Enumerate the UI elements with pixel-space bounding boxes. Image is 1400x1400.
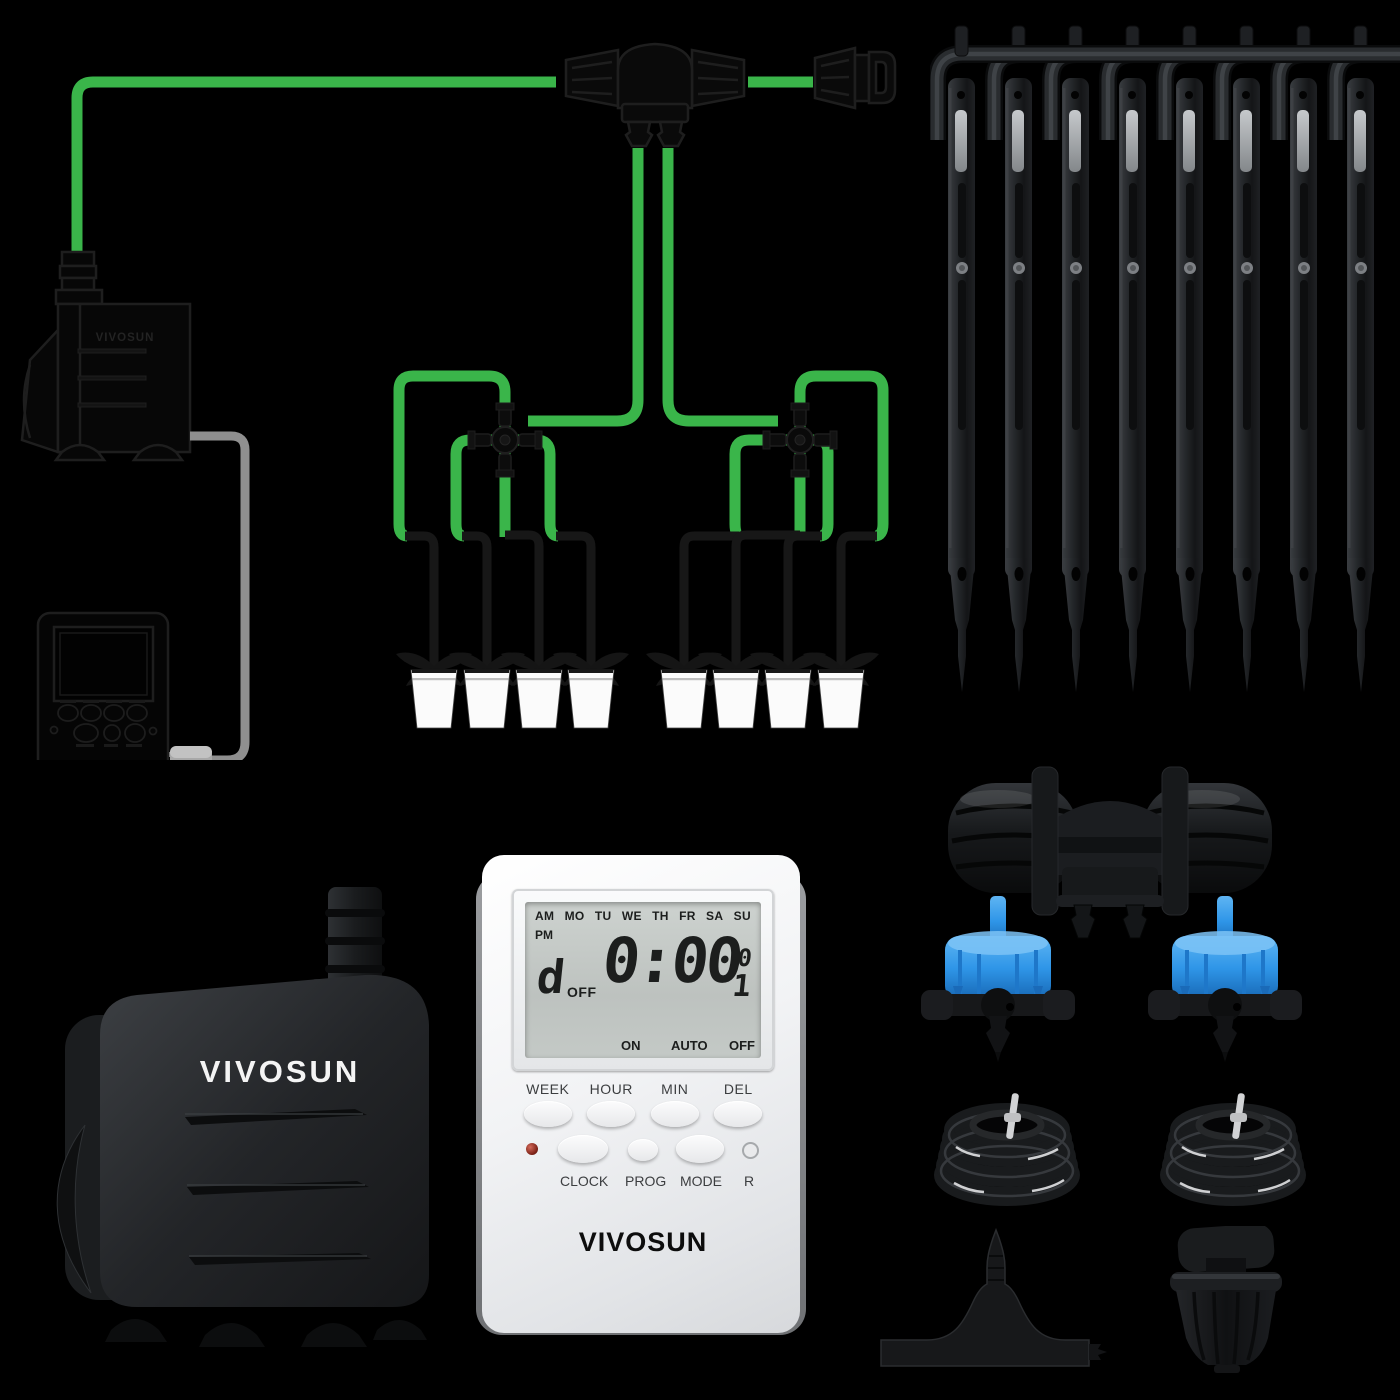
pump-body: [100, 974, 429, 1307]
lcd-day: MO: [564, 909, 585, 923]
lcd-auto: AUTO: [671, 1038, 708, 1053]
pump-logo: VIVOSUN: [200, 1054, 361, 1089]
button-row-bottom: [482, 1135, 804, 1169]
lcd-day: SU: [733, 909, 751, 923]
lcd-day: WE: [621, 909, 642, 923]
drip-stakes-product: [930, 18, 1400, 718]
pressure-drippers: [919, 894, 1304, 1064]
prog-button: [628, 1139, 658, 1161]
del-button: [714, 1101, 763, 1127]
lcd-day: FR: [679, 909, 696, 923]
lcd-day: TH: [652, 909, 669, 923]
manifold-clip-right: [1161, 766, 1189, 916]
lcd-day: TU: [594, 909, 612, 923]
min-button: [650, 1101, 699, 1127]
hold-down-stake: [880, 1228, 1107, 1367]
lcd-day-row: AM MO TU WE TH FR SA SU: [525, 902, 761, 923]
clock-button: [558, 1135, 608, 1163]
week-button: [523, 1101, 572, 1127]
lcd-am: AM: [535, 909, 555, 923]
dripper-right: [1146, 894, 1304, 1064]
green-tubing: [71, 76, 889, 542]
lcd-day: SA: [706, 909, 724, 923]
manifold-spouts: [1070, 904, 1148, 939]
irrigation-schematic: VIVOSUN: [20, 42, 897, 760]
sketch-pump: VIVOSUN: [20, 250, 192, 462]
power-cord: [190, 431, 250, 760]
button-labels-top: WEEK HOUR MIN DEL: [526, 1081, 753, 1097]
end-plug: [813, 46, 897, 110]
main-manifold: [564, 42, 746, 148]
manifold-clip-left: [1031, 766, 1059, 916]
pump-suction-feet: [105, 1319, 427, 1347]
cup-dripper-head: [1170, 1226, 1282, 1373]
main-supply-tube: [71, 76, 556, 258]
coil-right: [1165, 1093, 1301, 1201]
lcd-program-state: OFF: [567, 984, 597, 1000]
manifold-center-block: [1062, 867, 1158, 903]
lcd-pm: PM: [535, 928, 553, 942]
coil-left: [939, 1093, 1075, 1201]
lcd-time: 0:00: [599, 924, 745, 997]
plant-pots: [410, 668, 865, 729]
lcd-program-digit: d: [534, 950, 568, 1004]
sketch-pump-logo: VIVOSUN: [96, 332, 155, 344]
lcd-off: OFF: [729, 1038, 755, 1053]
timer-logo: VIVOSUN: [578, 1227, 708, 1257]
pump-vents: [185, 1109, 371, 1265]
mode-button: [676, 1135, 724, 1163]
hour-button: [587, 1101, 636, 1127]
sketch-timer: VIVOSUN: [36, 611, 170, 760]
reset-button: [742, 1142, 759, 1159]
pump-intake-blade: [56, 1124, 92, 1294]
manifold-product: [948, 766, 1272, 939]
cup-top-tab: [1177, 1226, 1275, 1273]
left-cross-splitter: [467, 402, 543, 478]
lcd-on: ON: [621, 1038, 641, 1053]
left-branch-tube: [528, 148, 644, 427]
tubing-coils: [920, 1075, 1320, 1215]
right-branch-tube: [662, 148, 778, 427]
indicator-led: [526, 1143, 538, 1155]
button-row-top: [516, 1101, 770, 1127]
drip-stake-lines: [405, 530, 877, 666]
water-pump-product: VIVOSUN: [56, 887, 429, 1347]
dripper-left: [919, 894, 1077, 1064]
stake-side-barb: [1089, 1344, 1107, 1360]
